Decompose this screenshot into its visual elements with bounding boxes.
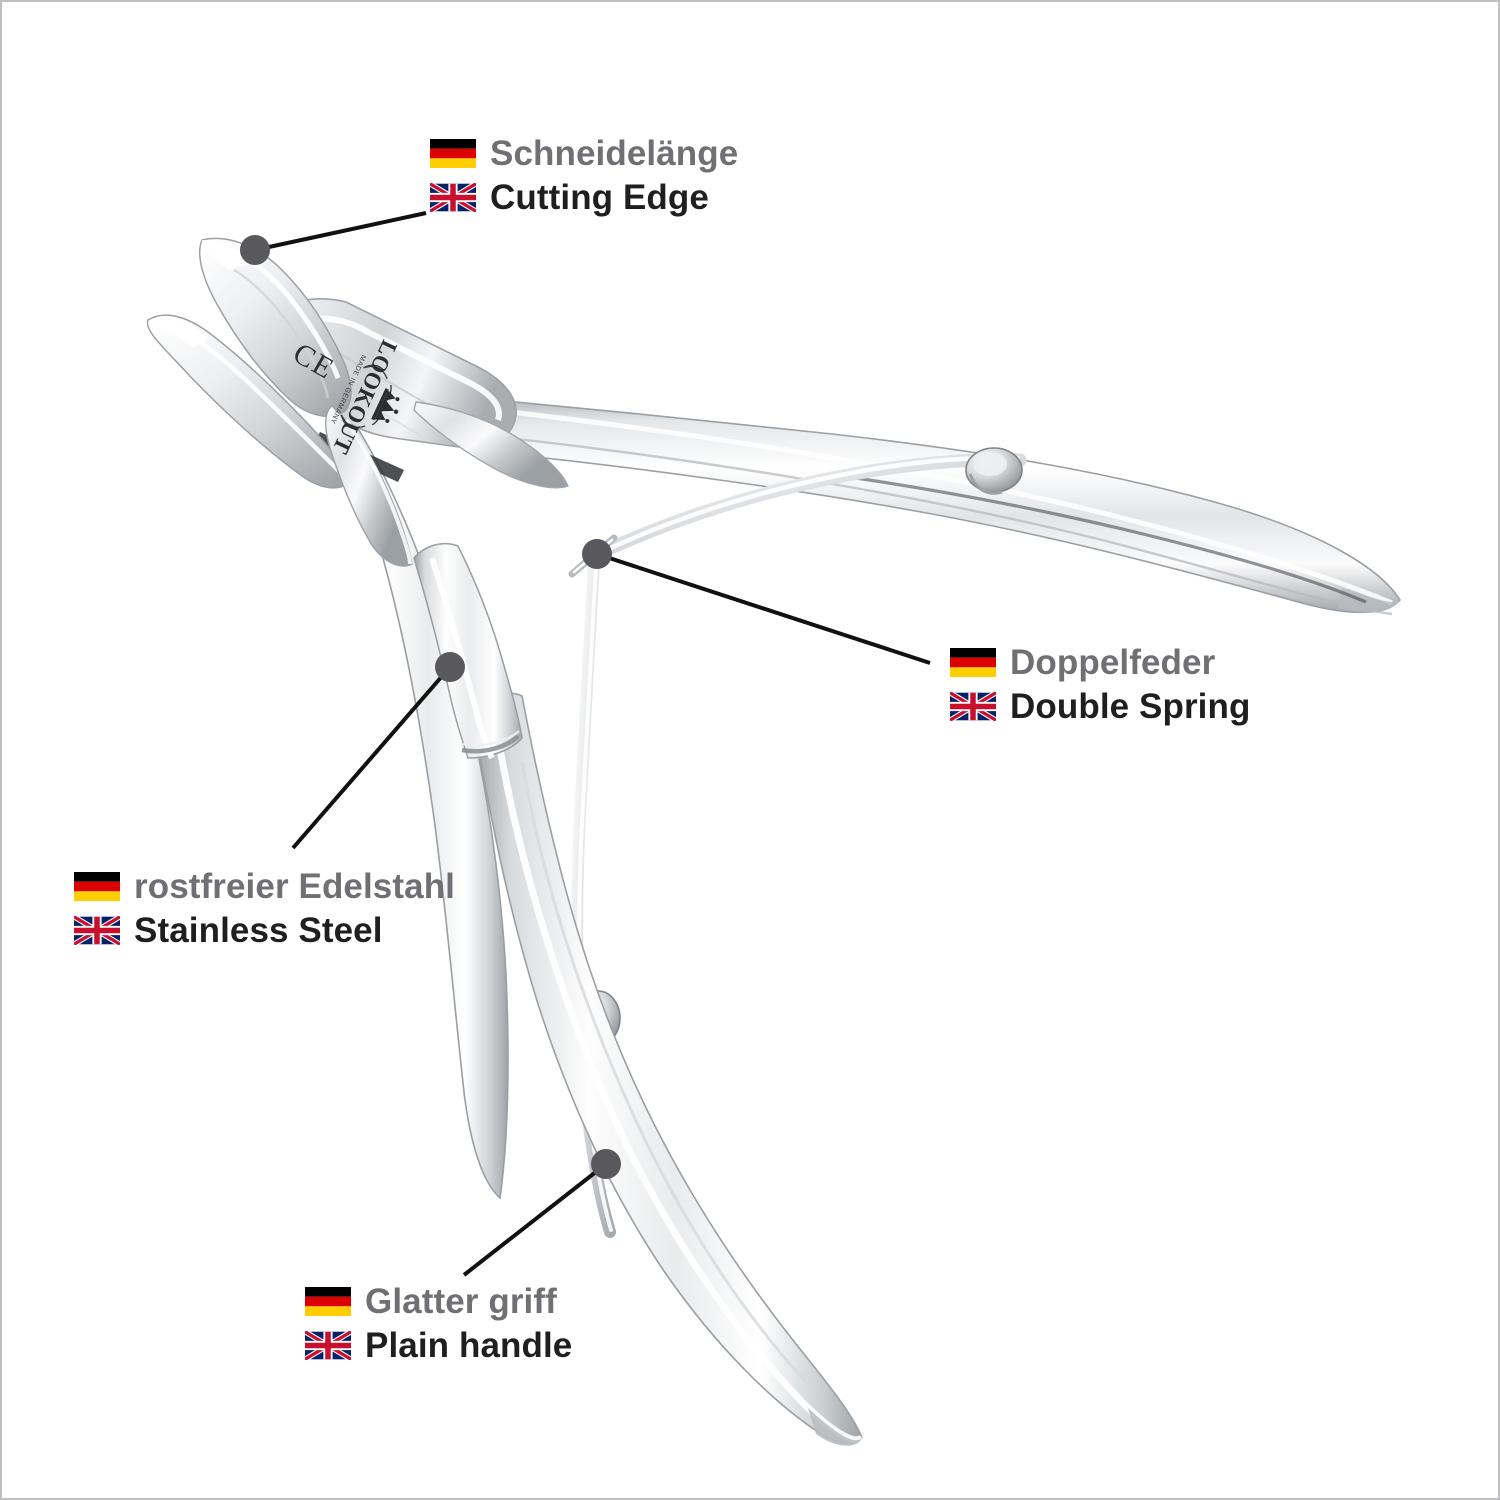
callout-row-english: Double Spring bbox=[950, 684, 1250, 728]
callout-text-german: Glatter griff bbox=[365, 1281, 557, 1321]
callout-label-plain-handle: Glatter griff Plain handle bbox=[305, 1279, 572, 1367]
callout-row-german: Glatter griff bbox=[305, 1279, 572, 1323]
callout-text-english: Stainless Steel bbox=[134, 910, 383, 950]
callout-label-stainless-steel: rostfreier Edelstahl Stainless Steel bbox=[74, 864, 455, 952]
callout-row-english: Cutting Edge bbox=[430, 175, 738, 219]
callout-row-german: Doppelfeder bbox=[950, 640, 1250, 684]
upper-cutting-jaw bbox=[199, 237, 352, 418]
callout-label-cutting-edge: Schneidelänge Cutting Edge bbox=[430, 131, 738, 219]
callout-label-double-spring: Doppelfeder Double Spring bbox=[950, 640, 1250, 728]
flag-uk-icon bbox=[74, 915, 120, 945]
callout-row-english: Stainless Steel bbox=[74, 908, 455, 952]
callout-text-english: Plain handle bbox=[365, 1325, 573, 1365]
upper-arm-shadow-edge bbox=[841, 474, 1367, 604]
callout-text-german: Doppelfeder bbox=[1010, 642, 1216, 682]
flag-germany-icon bbox=[74, 871, 120, 901]
upper-rivet-screw bbox=[965, 447, 1023, 495]
flag-uk-icon bbox=[430, 182, 476, 212]
lower-left-handle bbox=[471, 692, 865, 1446]
flag-germany-icon bbox=[950, 647, 996, 677]
callout-text-german: rostfreier Edelstahl bbox=[134, 866, 455, 906]
flag-uk-icon bbox=[305, 1330, 351, 1360]
flag-uk-icon bbox=[950, 691, 996, 721]
callout-row-german: Schneidelänge bbox=[430, 131, 738, 175]
upper-handle-arm bbox=[431, 393, 1401, 616]
arm-joint-crotch bbox=[413, 401, 569, 489]
pivot-neck bbox=[325, 405, 413, 567]
callout-row-german: rostfreier Edelstahl bbox=[74, 864, 455, 908]
callout-row-english: Plain handle bbox=[305, 1323, 572, 1367]
flag-germany-icon bbox=[430, 138, 476, 168]
callout-text-german: Schneidelänge bbox=[490, 133, 739, 173]
callout-text-english: Double Spring bbox=[1010, 686, 1251, 726]
flag-germany-icon bbox=[305, 1286, 351, 1316]
callout-text-english: Cutting Edge bbox=[490, 177, 709, 217]
lower-handle-arm bbox=[341, 420, 509, 1200]
